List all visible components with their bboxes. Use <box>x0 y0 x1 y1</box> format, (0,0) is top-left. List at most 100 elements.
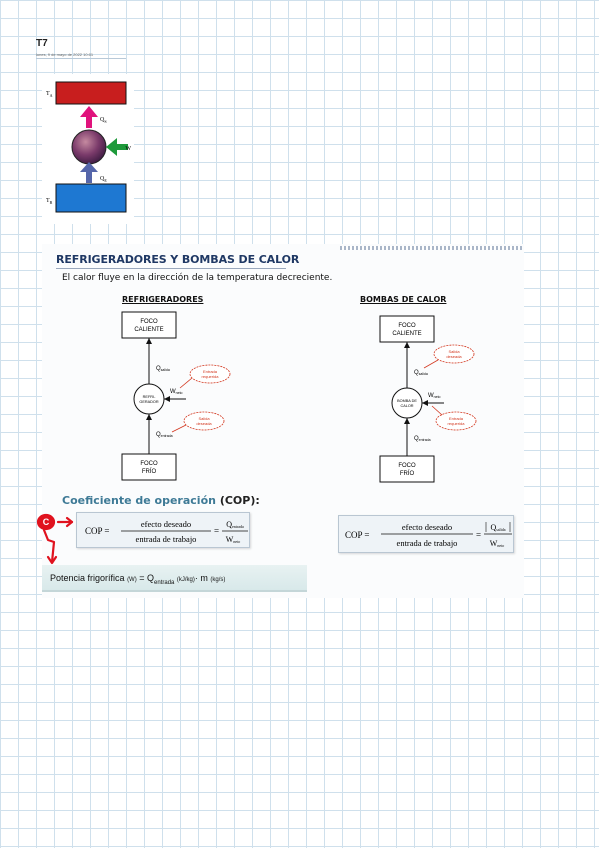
refrigerator-diagram-svg: FOCO CALIENTE Qsalida REFRI- GERADOR Wne… <box>121 311 231 481</box>
cop-refrigerator-box: COP = efecto deseado entrada de trabajo … <box>76 512 250 548</box>
potencia-unit2: (kg/s) <box>210 577 226 583</box>
machine-circle <box>71 129 107 165</box>
annotation-down-arrow-head <box>46 555 58 565</box>
hp-q-in-label: Qentrada <box>414 436 431 442</box>
cop-heat-pump-box: COP = efecto deseado entrada de trabajo … <box>338 515 514 553</box>
potencia-sub: entrada <box>154 579 175 586</box>
ref-q-out-arrow <box>146 338 152 344</box>
hp-machine-l1: BOMBA DE <box>397 399 417 403</box>
cop-ref-lhs: COP = <box>85 526 110 536</box>
potencia-unit1: (kJ/kg) <box>176 577 195 583</box>
ref-work-label: Wneto <box>170 389 183 395</box>
cop-hp-den: entrada de trabajo <box>397 538 458 548</box>
q-in-label: QE <box>100 176 107 183</box>
potencia-w: (W) <box>127 577 137 583</box>
ref-hot-box-l2: CALIENTE <box>134 327 163 333</box>
potencia-eq: = Q <box>139 573 155 583</box>
ref-q-out-label: Qsalida <box>156 366 170 372</box>
hp-work-arrow <box>422 400 428 406</box>
hp-machine-l2: CALOR <box>400 404 413 408</box>
hp-cold-box-l1: FOCO <box>398 463 416 469</box>
q-out-label: QS <box>100 117 107 124</box>
hp-bubble-work <box>435 411 477 431</box>
work-arrow-shaft <box>116 144 128 150</box>
ref-cold-box-l2: FRÍO <box>142 468 157 475</box>
cop-ref-num: efecto deseado <box>141 519 191 529</box>
slide-title: REFRIGERADORES Y BOMBAS DE CALOR <box>56 253 300 266</box>
cop-title-text: Coeficiente de operación <box>62 494 216 507</box>
ref-q-in-label: Qentrada <box>156 432 173 438</box>
cop-hp-eq: = <box>476 530 481 540</box>
potencia-m: m <box>200 573 208 583</box>
heat-pump-heading: BOMBAS DE CALOR <box>360 295 447 304</box>
hp-q-out-arrow <box>404 342 410 348</box>
hp-hot-box-l2: CALIENTE <box>392 331 421 337</box>
note-timestamp: lunes, 9 de mayo de 2022 10:01 <box>36 52 94 57</box>
slide-intro-text: El calor fluye en la dirección de la tem… <box>62 273 333 283</box>
note-title: T7 <box>36 38 48 49</box>
hp-hot-box-l1: FOCO <box>398 323 416 329</box>
potencia-label: Potencia frigorífica <box>50 573 125 583</box>
ref-hot-box-l1: FOCO <box>140 319 158 325</box>
hp-bubble-work-l1: Entrada <box>449 416 464 421</box>
cop-ref-rnum: Qentrada <box>226 520 244 529</box>
ref-bubble-q-l1: Salida <box>198 416 210 421</box>
meta-divider <box>36 58 126 59</box>
handwritten-annotation: C <box>36 513 74 565</box>
ref-machine-circle <box>133 383 165 415</box>
cop-ref-eq: = <box>214 526 219 536</box>
ref-cold-box-l1: FOCO <box>140 461 158 467</box>
hp-bubble-q <box>433 344 475 364</box>
ref-bubble-work <box>189 364 231 384</box>
slide-title-underline <box>56 268 286 269</box>
cold-reservoir <box>55 183 127 213</box>
hp-cold-box-l2: FRÍO <box>400 470 415 477</box>
slide-decor-bar <box>340 246 522 250</box>
ref-bubble-work-l2: requerida <box>202 374 220 379</box>
hp-bubble-q-l1: Salida <box>448 349 460 354</box>
refrigerator-diagram: FOCO CALIENTE Qsalida REFRI- GERADOR Wne… <box>100 308 240 486</box>
cop-ref-rden: Wneto <box>226 535 240 544</box>
potencia-box <box>42 565 307 592</box>
ref-machine-l2: GERADOR <box>139 400 158 404</box>
ref-bubble-q-l2: deseada <box>196 421 212 426</box>
potencia-formula: Potencia frigorífica (W) = Qentrada (kJ/… <box>50 573 225 586</box>
ref-machine-l1: REFRI- <box>143 395 156 399</box>
t-hot-label: TA <box>46 91 53 98</box>
cop-hp-rnum: Qsalida <box>490 523 505 532</box>
annotation-blot <box>36 513 56 531</box>
potencia-dot: · <box>194 573 198 583</box>
ref-bubble-work-l1: Entrada <box>203 369 218 374</box>
cop-heat-pump-equation: COP = efecto deseado entrada de trabajo … <box>345 522 512 548</box>
q-in-arrow-head <box>80 162 98 172</box>
hp-hot-box <box>379 315 435 343</box>
hot-reservoir <box>55 81 127 105</box>
cop-ref-den: entrada de trabajo <box>136 534 197 544</box>
hp-work-label: Wneto <box>428 393 441 399</box>
cop-title-paren: (COP): <box>219 494 260 507</box>
q-out-arrow-shaft <box>86 116 92 128</box>
hp-bubble-work-l2: requerida <box>448 421 466 426</box>
cop-hp-lhs: COP = <box>345 530 370 540</box>
refrigerator-heading: REFRIGERADORES <box>122 295 204 304</box>
heat-pump-diagram: FOCO CALIENTE Qsalida BOMBA DE CALOR Wne… <box>358 308 498 486</box>
ref-work-arrow <box>164 396 170 402</box>
ref-q-in-arrow <box>146 414 152 420</box>
annotation-mark: C <box>43 517 50 527</box>
annotation-down-arrow-shaft <box>42 528 56 564</box>
hp-cold-box <box>379 455 435 483</box>
hp-q-out-label: Qsalida <box>414 370 428 376</box>
ref-hot-box <box>121 311 177 339</box>
q-out-arrow-head <box>80 106 98 117</box>
cop-hp-num: efecto deseado <box>402 522 452 532</box>
ref-cold-box <box>121 453 177 481</box>
hp-q-in-arrow <box>404 418 410 424</box>
work-arrow-head <box>106 138 117 156</box>
q-in-arrow-shaft <box>86 170 92 183</box>
annotation-right-arrow-head <box>65 516 74 528</box>
hp-bubble-q-l2: deseada <box>446 354 462 359</box>
heat-pump-diagram-svg: FOCO CALIENTE Qsalida BOMBA DE CALOR Wne… <box>379 315 477 483</box>
cycle-diagram-svg: TA TB QS QE W <box>46 81 131 213</box>
cop-hp-rden: Wneto <box>490 539 504 548</box>
hp-machine-circle <box>391 387 423 419</box>
